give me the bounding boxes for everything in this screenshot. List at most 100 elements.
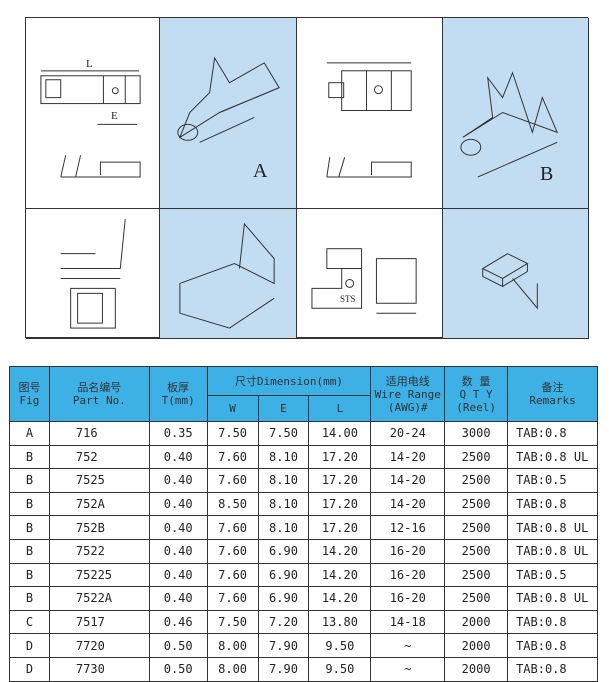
cell-wire: 14-20 — [370, 491, 446, 517]
cell-fig: D — [9, 633, 50, 658]
cell-l: 14.20 — [308, 586, 372, 611]
cell-fig: B — [9, 491, 50, 517]
drawing-a-3d: A — [160, 18, 297, 209]
cell-e: 7.50 — [257, 421, 310, 446]
cell-fig: B — [9, 562, 50, 588]
col-l: L — [308, 395, 372, 422]
cell-qty: 2500 — [444, 562, 509, 588]
cell-t: 0.40 — [148, 468, 208, 493]
cell-rem: TAB:0.8 UL — [507, 586, 598, 611]
cell-wire: 14-20 — [370, 468, 446, 493]
cell-fig: D — [9, 656, 50, 682]
cell-l: 14.00 — [308, 421, 372, 446]
cell-l: 17.20 — [308, 468, 372, 493]
drawing-d-3d — [443, 209, 589, 339]
cell-qty: 2000 — [444, 633, 509, 658]
cell-part: 752A — [48, 491, 150, 517]
sts-label: STS — [340, 294, 356, 304]
cell-l: 13.80 — [308, 609, 372, 635]
cell-t: 0.40 — [148, 538, 208, 564]
cell-fig: B — [9, 586, 50, 611]
cell-rem: TAB:0.8 UL — [507, 515, 598, 540]
figure-grid: L E A B STS — [25, 17, 589, 339]
cell-e: 8.10 — [257, 515, 310, 540]
cell-t: 0.40 — [148, 491, 208, 517]
cell-part: 75225 — [48, 562, 150, 588]
cell-l: 17.20 — [308, 515, 372, 540]
cell-part: 752B — [48, 515, 150, 540]
cell-part: 7517 — [48, 609, 150, 635]
figure-label-b: B — [540, 163, 554, 185]
cell-l: 9.50 — [308, 656, 372, 682]
col-w: W — [206, 395, 259, 422]
cell-w: 7.60 — [206, 468, 259, 493]
cell-e: 7.20 — [257, 609, 310, 635]
cell-qty: 3000 — [444, 421, 509, 446]
cell-e: 6.90 — [257, 562, 310, 588]
drawing-c-3d — [160, 209, 297, 339]
cell-w: 7.60 — [206, 444, 259, 470]
figure-label-a: A — [253, 160, 268, 182]
cell-fig: B — [9, 468, 50, 493]
cell-e: 6.90 — [257, 538, 310, 564]
cell-fig: A — [9, 421, 50, 446]
cell-w: 7.60 — [206, 562, 259, 588]
cell-qty: 2500 — [444, 515, 509, 540]
drawing-d-2d: STS — [297, 209, 443, 339]
cell-rem: TAB:0.8 — [507, 421, 598, 446]
cell-w: 8.00 — [206, 633, 259, 658]
cell-rem: TAB:0.5 — [507, 468, 598, 493]
cell-part: 7720 — [48, 633, 150, 658]
cell-qty: 2000 — [444, 656, 509, 682]
cell-qty: 2000 — [444, 609, 509, 635]
cell-wire: ~ — [370, 633, 446, 658]
cell-part: 7730 — [48, 656, 150, 682]
cell-wire: ~ — [370, 656, 446, 682]
cell-t: 0.50 — [148, 633, 208, 658]
drawing-b-3d: B — [443, 18, 589, 209]
cell-e: 8.10 — [257, 468, 310, 493]
cell-wire: 14-18 — [370, 609, 446, 635]
cell-w: 7.50 — [206, 421, 259, 446]
cell-fig: B — [9, 538, 50, 564]
cell-wire: 16-20 — [370, 538, 446, 564]
cell-w: 7.60 — [206, 538, 259, 564]
cell-rem: TAB:0.8 — [507, 656, 598, 682]
cell-w: 8.50 — [206, 491, 259, 517]
cell-w: 8.00 — [206, 656, 259, 682]
cell-t: 0.35 — [148, 421, 208, 446]
cell-qty: 2500 — [444, 444, 509, 470]
cell-rem: TAB:0.8 — [507, 633, 598, 658]
cell-t: 0.40 — [148, 586, 208, 611]
cell-wire: 20-24 — [370, 421, 446, 446]
cell-l: 14.20 — [308, 538, 372, 564]
cell-t: 0.50 — [148, 656, 208, 682]
cell-e: 6.90 — [257, 586, 310, 611]
cell-wire: 16-20 — [370, 586, 446, 611]
col-dimension: 尺寸Dimension(mm) — [206, 366, 372, 396]
cell-l: 17.20 — [308, 491, 372, 517]
cell-t: 0.40 — [148, 444, 208, 470]
cell-t: 0.40 — [148, 562, 208, 588]
cell-rem: TAB:0.5 — [507, 562, 598, 588]
cell-rem: TAB:0.8 — [507, 609, 598, 635]
cell-rem: TAB:0.8 UL — [507, 538, 598, 564]
cell-e: 7.90 — [257, 656, 310, 682]
cell-w: 7.60 — [206, 515, 259, 540]
cell-qty: 2500 — [444, 468, 509, 493]
cell-w: 7.60 — [206, 586, 259, 611]
